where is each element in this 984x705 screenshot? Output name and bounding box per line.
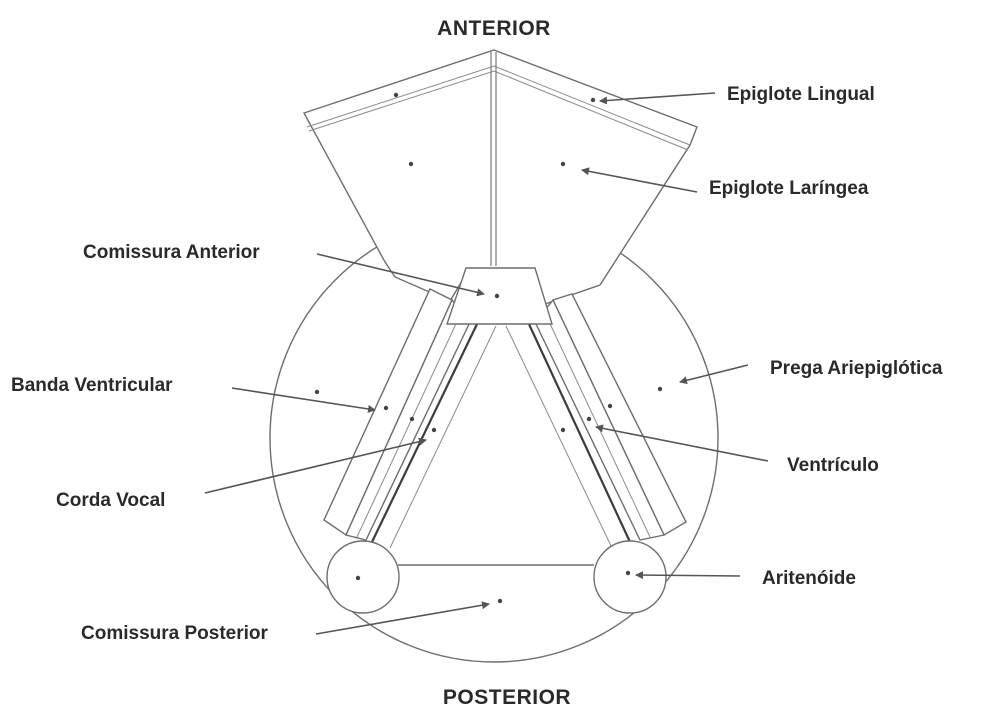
label-comissura-anterior: Comissura Anterior: [83, 242, 260, 263]
dot-epiglote-lingual-left: [394, 93, 398, 97]
dot-corda-right: [561, 428, 565, 432]
dot-aritenoide-right: [626, 571, 630, 575]
dot-banda-left: [384, 406, 388, 410]
dot-epiglote-lingual-right: [591, 98, 595, 102]
label-banda-ventricular: Banda Ventricular: [11, 375, 173, 396]
right-arytenoid: [594, 541, 666, 613]
label-aritenoide: Aritenóide: [762, 568, 856, 589]
anterior-commissure-shape: [447, 268, 552, 324]
dot-comissura-posterior: [498, 599, 502, 603]
dot-corda-left: [432, 428, 436, 432]
dot-epiglote-laringea-left: [409, 162, 413, 166]
orientation-posterior: POSTERIOR: [443, 686, 571, 705]
dot-prega-left: [315, 390, 319, 394]
left-fold-band: [324, 289, 452, 535]
left-arytenoid: [327, 541, 399, 613]
label-corda-vocal: Corda Vocal: [56, 490, 165, 511]
orientation-anterior: ANTERIOR: [437, 17, 551, 40]
arrow-prega-ariepiglotica: [680, 365, 748, 382]
arrow-aritenoide: [636, 575, 740, 576]
right-fold-inner: [535, 300, 664, 540]
label-prega-ariepiglotica: Prega Ariepiglótica: [770, 358, 943, 379]
dot-aritenoide-left: [356, 576, 360, 580]
arrow-banda-ventricular: [232, 388, 375, 410]
label-ventriculo: Ventrículo: [787, 455, 879, 476]
label-epiglote-lingual: Epiglote Lingual: [727, 84, 875, 105]
dot-banda-right: [608, 404, 612, 408]
dot-epiglote-laringea-right: [561, 162, 565, 166]
label-comissura-posterior: Comissura Posterior: [81, 623, 268, 644]
dot-ventriculo-left: [410, 417, 414, 421]
dot-ventriculo-right: [587, 417, 591, 421]
dot-comissura-anterior: [495, 294, 499, 298]
label-epiglote-laringea: Epiglote Laríngea: [709, 178, 869, 199]
arrow-comissura-posterior: [316, 604, 489, 634]
dot-prega-right: [658, 387, 662, 391]
